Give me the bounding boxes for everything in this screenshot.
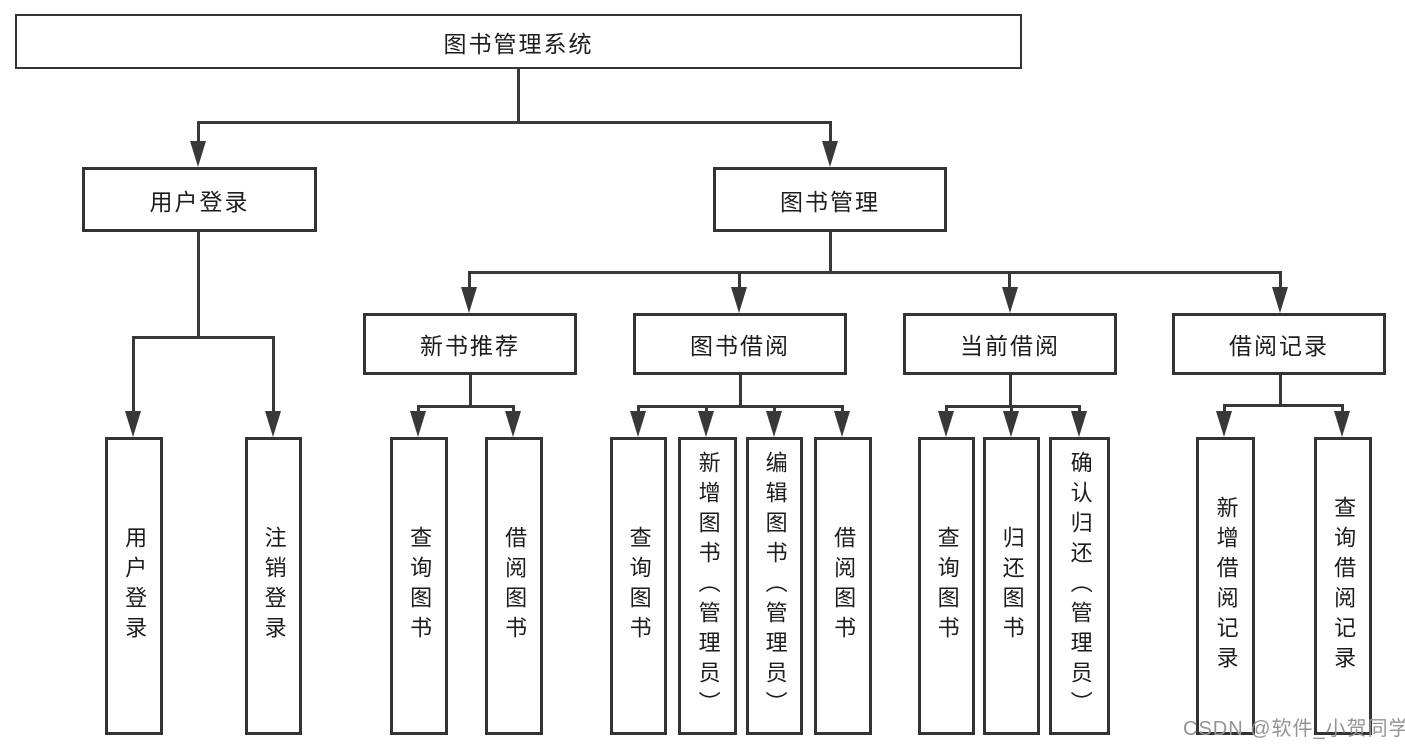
leaf-label: 新增图书（管理员） bbox=[695, 451, 721, 721]
node-label: 借阅记录 bbox=[1229, 333, 1329, 359]
connector-newbook-hline bbox=[417, 405, 515, 408]
connector-drop-leaf bbox=[841, 405, 844, 414]
connector-root-hline bbox=[197, 121, 832, 124]
leaf-borrow-books-newbook: 借阅图书 bbox=[485, 437, 543, 735]
connector-drop-user-login bbox=[197, 121, 200, 143]
leaf-query-books-current: 查询图书 bbox=[918, 437, 975, 735]
connector-drop-leaf bbox=[1010, 405, 1013, 414]
node-label: 当前借阅 bbox=[960, 333, 1060, 359]
leaf-label: 编辑图书（管理员） bbox=[762, 451, 788, 721]
leaf-label: 归还图书 bbox=[999, 526, 1025, 646]
connector-drop-leaf bbox=[272, 336, 275, 413]
connector-borrow-stem bbox=[739, 375, 742, 407]
arrowhead-icon bbox=[1002, 287, 1018, 313]
connector-newbook-stem bbox=[469, 375, 472, 407]
arrowhead-icon bbox=[190, 141, 206, 167]
connector-book-mgmt-stem bbox=[829, 232, 832, 273]
node-book-borrow: 图书借阅 bbox=[633, 313, 847, 375]
connector-drop-leaf bbox=[132, 336, 135, 413]
connector-drop-leaf bbox=[417, 405, 420, 414]
connector-book-mgmt-hline bbox=[468, 271, 1282, 274]
arrowhead-icon bbox=[1003, 411, 1019, 437]
arrowhead-icon bbox=[766, 411, 782, 437]
connector-drop-leaf bbox=[773, 405, 776, 414]
connector-current-hline bbox=[945, 405, 1081, 408]
leaf-label: 查询借阅记录 bbox=[1331, 496, 1357, 676]
node-borrow-records: 借阅记录 bbox=[1172, 313, 1386, 375]
leaf-confirm-return-admin: 确认归还（管理员） bbox=[1049, 437, 1110, 735]
connector-drop-level3 bbox=[1008, 271, 1011, 289]
node-book-management: 图书管理 bbox=[713, 167, 947, 232]
leaf-label: 注销登录 bbox=[261, 526, 287, 646]
arrowhead-icon bbox=[834, 411, 850, 437]
connector-records-stem bbox=[1279, 375, 1282, 407]
connector-drop-level3 bbox=[1279, 271, 1282, 289]
arrowhead-icon bbox=[461, 287, 477, 313]
connector-drop-leaf bbox=[1078, 405, 1081, 414]
connector-current-stem bbox=[1009, 375, 1012, 407]
arrowhead-icon bbox=[1216, 411, 1232, 437]
node-user-login: 用户登录 bbox=[82, 167, 317, 232]
leaf-return-books: 归还图书 bbox=[983, 437, 1040, 735]
node-current-borrow: 当前借阅 bbox=[903, 313, 1117, 375]
leaf-add-borrow-record: 新增借阅记录 bbox=[1196, 437, 1255, 735]
arrowhead-icon bbox=[1272, 287, 1288, 313]
node-label: 用户登录 bbox=[149, 188, 250, 215]
node-label: 图书借阅 bbox=[690, 333, 790, 359]
arrowhead-icon bbox=[938, 411, 954, 437]
connector-user-login-stem bbox=[197, 232, 200, 338]
arrowhead-icon bbox=[505, 411, 521, 437]
leaf-label: 查询图书 bbox=[626, 526, 652, 646]
connector-drop-leaf bbox=[1341, 404, 1344, 414]
connector-drop-level3 bbox=[738, 271, 741, 289]
arrowhead-icon bbox=[125, 411, 141, 437]
node-label: 图书管理 bbox=[780, 188, 880, 215]
leaf-borrow-books-borrow: 借阅图书 bbox=[814, 437, 872, 735]
leaf-label: 借阅图书 bbox=[502, 526, 528, 646]
connector-drop-leaf bbox=[1223, 404, 1226, 414]
leaf-user-login: 用户登录 bbox=[105, 437, 163, 735]
node-label: 图书管理系统 bbox=[443, 30, 594, 57]
arrowhead-icon bbox=[1071, 411, 1087, 437]
arrowhead-icon bbox=[822, 141, 838, 167]
node-new-book-recommend: 新书推荐 bbox=[363, 313, 577, 375]
arrowhead-icon bbox=[410, 411, 426, 437]
csdn-watermark: CSDN @软件_小贺同学 bbox=[1183, 718, 1405, 740]
connector-drop-leaf bbox=[705, 405, 708, 414]
leaf-add-books-admin: 新增图书（管理员） bbox=[678, 437, 737, 735]
connector-drop-leaf bbox=[945, 405, 948, 414]
leaf-edit-books-admin: 编辑图书（管理员） bbox=[746, 437, 803, 735]
leaf-label: 新增借阅记录 bbox=[1213, 496, 1239, 676]
leaf-label: 查询图书 bbox=[934, 526, 960, 646]
arrowhead-icon bbox=[698, 411, 714, 437]
connector-root-stem bbox=[517, 69, 520, 123]
leaf-label: 确认归还（管理员） bbox=[1067, 451, 1093, 721]
arrowhead-icon bbox=[1334, 411, 1350, 437]
leaf-label: 用户登录 bbox=[122, 526, 148, 646]
connector-drop-book-management bbox=[829, 121, 832, 143]
node-root: 图书管理系统 bbox=[15, 14, 1022, 69]
connector-drop-leaf bbox=[637, 405, 640, 414]
arrowhead-icon bbox=[265, 411, 281, 437]
leaf-logout-login: 注销登录 bbox=[245, 437, 302, 735]
connector-user-login-hline bbox=[132, 336, 275, 339]
arrowhead-icon bbox=[630, 411, 646, 437]
node-label: 新书推荐 bbox=[420, 333, 520, 359]
leaf-query-borrow-record: 查询借阅记录 bbox=[1314, 437, 1372, 735]
leaf-query-books-newbook: 查询图书 bbox=[390, 437, 448, 735]
connector-drop-leaf bbox=[512, 405, 515, 414]
leaf-label: 借阅图书 bbox=[831, 526, 857, 646]
connector-drop-level3 bbox=[468, 271, 471, 289]
connector-records-hline bbox=[1223, 404, 1344, 407]
connector-borrow-hline bbox=[637, 405, 844, 408]
leaf-query-books-borrow: 查询图书 bbox=[610, 437, 667, 735]
leaf-label: 查询图书 bbox=[407, 526, 433, 646]
arrowhead-icon bbox=[731, 287, 747, 313]
